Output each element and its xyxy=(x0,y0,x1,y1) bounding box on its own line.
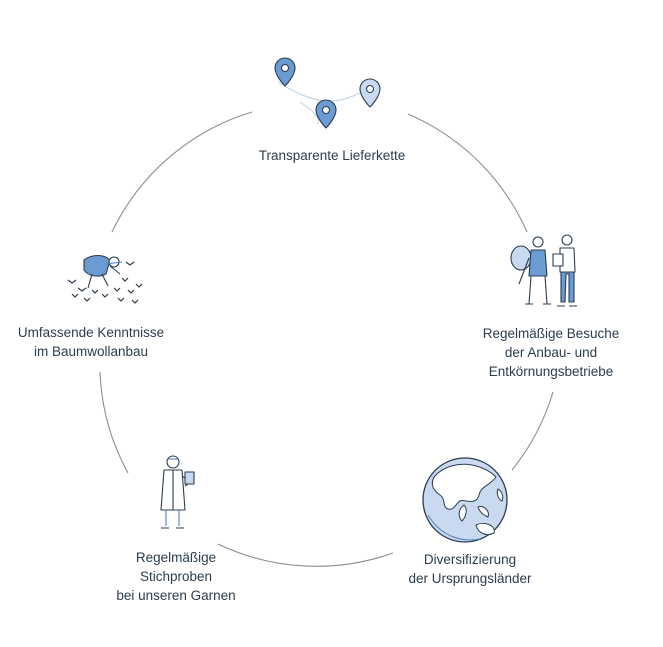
ring-segment-2 xyxy=(511,391,554,471)
ring-segment-1 xyxy=(407,113,528,233)
label-line: im Baumwollanbau xyxy=(33,344,149,359)
cotton-farmer-icon xyxy=(67,254,143,304)
label-line: bei unseren Garnen xyxy=(116,588,236,603)
globe-icon xyxy=(422,457,508,543)
ring-segment-4 xyxy=(99,371,129,474)
map-pin-icon xyxy=(274,57,381,129)
label-line: der Ursprungsländer xyxy=(408,571,532,586)
label-line: Regelmäßige xyxy=(135,550,217,565)
label-knowledge: Umfassende Kenntnisse im Baumwollanbau xyxy=(18,323,164,361)
label-line: Stichproben xyxy=(139,569,213,584)
ring-segment-5 xyxy=(111,111,253,233)
label-line: Transparente Lieferkette xyxy=(258,148,406,163)
label-line: Diversifizierung xyxy=(423,552,517,567)
label-line: Umfassende Kenntnisse xyxy=(17,325,165,340)
label-line: Entkörnungsbetriebe xyxy=(488,364,614,379)
farmers-visit-icon xyxy=(510,234,577,307)
label-line: Regelmäßige Besuche xyxy=(482,326,620,341)
ring-segment-3 xyxy=(217,543,394,567)
label-line: der Anbau- und xyxy=(504,345,598,360)
label-supply-chain: Transparente Lieferkette xyxy=(259,146,406,165)
label-diversification: Diversifizierung der Ursprungsländer xyxy=(408,550,531,588)
lab-technician-icon xyxy=(160,455,195,529)
